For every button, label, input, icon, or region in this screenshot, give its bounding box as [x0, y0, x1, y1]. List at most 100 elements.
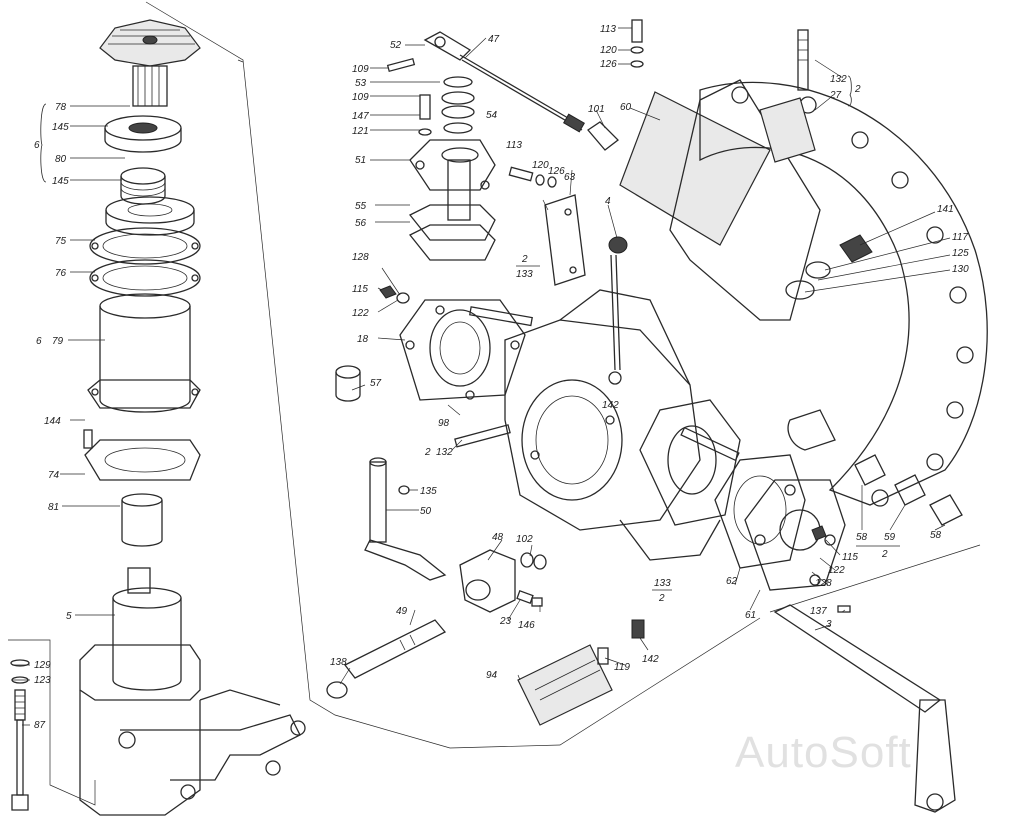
label-6-mid: 6 [36, 336, 42, 347]
label-52: 52 [390, 40, 402, 51]
label-130: 130 [952, 264, 969, 275]
label-74: 74 [48, 470, 60, 481]
plug-141 [785, 234, 873, 300]
label-122-top: 122 [352, 308, 369, 319]
label-57: 57 [370, 378, 382, 389]
washers-102 [520, 552, 547, 570]
bolt-109-147 [418, 94, 432, 136]
plug-57 [335, 365, 361, 402]
label-27: 27 [829, 90, 842, 101]
label-126-top: 126 [600, 59, 617, 70]
flange-18 [399, 299, 526, 401]
housing-cover-27 [669, 79, 988, 507]
coupling-sleeve [121, 493, 163, 547]
shaft-50 [364, 457, 447, 581]
label-79: 79 [52, 336, 64, 347]
label-62: 62 [726, 576, 738, 587]
label-120-mid: 120 [532, 160, 549, 171]
dipstick-4 [608, 236, 628, 371]
label-55: 55 [355, 201, 367, 212]
part-labels: 78 145 6 80 145 75 76 6 79 144 74 81 5 1… [34, 24, 969, 731]
label-123: 123 [34, 675, 51, 686]
label-122-right: 122 [828, 565, 845, 576]
label-147: 147 [352, 111, 369, 122]
bolt-113-top [630, 19, 644, 68]
label-60: 60 [620, 102, 632, 113]
plug-138 [326, 681, 348, 699]
label-6-top: 6 [34, 140, 40, 151]
lever-52 [423, 31, 585, 133]
label-2-top: 2 [854, 84, 861, 95]
label-80: 80 [55, 154, 67, 165]
assembly-outline-lines [8, 1, 981, 806]
pin-137 [837, 605, 851, 613]
stud-132 [797, 29, 809, 91]
bracket-51 [409, 139, 496, 221]
label-5: 5 [66, 611, 72, 622]
bushing-cone [787, 409, 836, 451]
label-138: 138 [330, 657, 347, 668]
bolt-87 [10, 659, 30, 811]
label-125: 125 [952, 248, 969, 259]
label-2-bush: 2 [881, 549, 888, 560]
label-2-mid: 2 [424, 447, 431, 458]
cover-plate-60 [619, 91, 771, 246]
label-50: 50 [420, 506, 432, 517]
label-132-top: 132 [830, 74, 847, 85]
label-141: 141 [937, 204, 954, 215]
label-113-top: 113 [600, 24, 616, 35]
label-76: 76 [55, 268, 67, 279]
top-center-parts [386, 19, 809, 371]
label-23: 23 [499, 616, 512, 627]
label-109-top: 109 [352, 64, 369, 75]
housing-cylinder [87, 293, 201, 413]
pump-assembly [79, 567, 306, 816]
label-3: 3 [826, 619, 832, 630]
label-81: 81 [48, 502, 59, 513]
label-2-lower: 2 [658, 593, 665, 604]
label-53: 53 [355, 78, 367, 89]
label-94: 94 [486, 670, 498, 681]
bushings-58-59 [854, 454, 963, 526]
fork-48 [459, 549, 516, 613]
screw-119 [597, 647, 609, 665]
flange-right [639, 399, 741, 526]
shift-rod-49 [344, 619, 447, 679]
bearing-top [104, 115, 182, 153]
left-column-parts [10, 19, 306, 816]
lower-center-parts [326, 457, 956, 813]
label-135: 135 [420, 486, 437, 497]
leader-lines [12, 27, 951, 726]
label-63: 63 [564, 172, 576, 183]
bolt-113-mid [508, 166, 557, 188]
label-133-frac: 133 [516, 269, 533, 280]
label-87: 87 [34, 720, 46, 731]
label-121: 121 [352, 126, 369, 137]
label-56: 56 [355, 218, 367, 229]
label-18: 18 [357, 334, 369, 345]
nut-115-washer-122 [379, 285, 410, 304]
label-75: 75 [55, 236, 67, 247]
label-58-left: 58 [856, 532, 868, 543]
label-47: 47 [488, 34, 500, 45]
label-142-lower: 142 [642, 654, 659, 665]
label-146: 146 [518, 620, 535, 631]
gasket-74 [83, 429, 201, 481]
label-4: 4 [605, 196, 611, 207]
label-117: 117 [952, 232, 968, 243]
washer-135 [398, 485, 410, 495]
label-113-mid: 113 [506, 140, 522, 151]
label-101: 101 [588, 104, 605, 115]
gaskets-75-76 [89, 227, 201, 297]
label-98: 98 [438, 418, 450, 429]
label-128-top: 128 [352, 252, 369, 263]
label-129: 129 [34, 660, 51, 671]
screw-23-nut-146 [516, 590, 543, 607]
label-137: 137 [810, 606, 827, 617]
bracket-63 [544, 194, 586, 286]
lever-3 [773, 604, 956, 813]
watermark: AutoSoft [735, 728, 912, 777]
label-59: 59 [884, 532, 896, 543]
label-119: 119 [614, 662, 630, 673]
